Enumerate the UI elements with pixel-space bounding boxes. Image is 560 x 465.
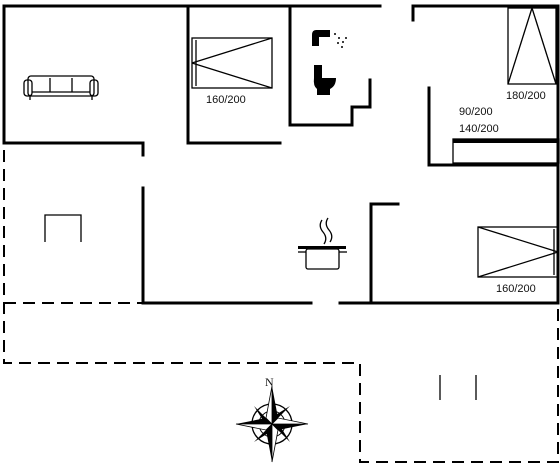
bed-label-bunk-2: 140/200 bbox=[459, 123, 499, 135]
cooking-pot-icon bbox=[298, 217, 347, 270]
toilet-icon bbox=[313, 65, 336, 95]
interior-walls bbox=[2, 4, 560, 305]
bed-icon bbox=[191, 37, 273, 89]
shower-icon bbox=[312, 30, 347, 48]
bed-icon bbox=[477, 226, 559, 278]
compass-north-label: N bbox=[265, 375, 274, 389]
table-icon bbox=[44, 214, 82, 242]
compass-rose-icon bbox=[235, 385, 309, 463]
bed-label-bedroom-2: 180/200 bbox=[506, 90, 546, 102]
bed-label-bunk-1: 90/200 bbox=[459, 106, 493, 118]
terrace-outline bbox=[3, 150, 559, 463]
bed-label-bedroom-3: 160/200 bbox=[496, 283, 536, 295]
terrace-bench-marks bbox=[439, 375, 477, 400]
sofa-icon bbox=[23, 75, 99, 100]
bunk-bed-icon bbox=[452, 138, 560, 164]
bed-icon bbox=[507, 7, 557, 85]
bed-label-bedroom-1: 160/200 bbox=[206, 94, 246, 106]
